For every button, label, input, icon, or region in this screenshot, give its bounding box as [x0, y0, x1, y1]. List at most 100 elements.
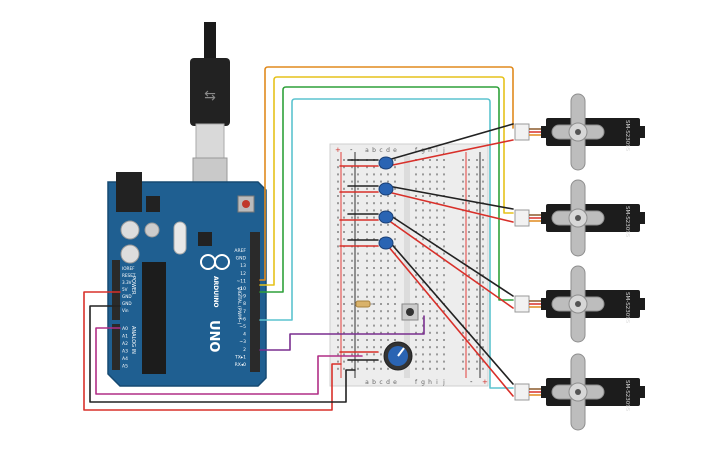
column-label: d: [386, 147, 390, 154]
column-label: h: [428, 147, 432, 154]
column-label: i: [436, 379, 438, 386]
servo-group: SM-S2309S SM-S2309S SM-S2309S SM-S2309S: [514, 93, 645, 431]
servo-motor-1[interactable]: SM-S2309S: [514, 93, 645, 171]
column-label: e: [393, 147, 397, 154]
digital-pin-label: ~10: [237, 286, 247, 292]
capacitors-blue: [378, 156, 394, 250]
digital-pin-label: ~6: [239, 316, 246, 322]
column-label: b: [372, 379, 376, 386]
servo-motor-2[interactable]: SM-S2309S: [514, 179, 645, 257]
digital-pin-label: 13: [240, 263, 246, 269]
digital-pin-label: TX▸1: [234, 354, 246, 360]
digital-pin-label: 7: [243, 309, 246, 315]
analog-pin-label: A0: [122, 326, 128, 332]
svg-text:⇆: ⇆: [204, 88, 216, 104]
servo1-black[interactable]: [387, 123, 514, 161]
capacitor: [120, 220, 140, 240]
wire-yellow-pin10[interactable]: [259, 76, 514, 286]
voltage-regulator: [146, 196, 160, 212]
rail-plus-label: +: [335, 146, 341, 154]
potentiometer[interactable]: [383, 341, 413, 371]
column-label: g: [421, 379, 425, 386]
resistor[interactable]: [352, 300, 374, 308]
analog-header-label: ANALOG IN: [130, 326, 136, 354]
usb-chip: [198, 232, 212, 246]
digital-pin-label: 4: [243, 332, 246, 338]
rail-minus-label: -: [350, 146, 353, 154]
servo2-black[interactable]: [387, 185, 514, 210]
board-model: UNO: [206, 320, 221, 353]
rail-minus-label-bottom: -: [470, 378, 473, 386]
column-label: d: [386, 379, 390, 386]
microcontroller-chip: [142, 262, 166, 374]
column-label: c: [379, 379, 382, 386]
digital-pin-label: ~3: [239, 339, 246, 345]
capacitor-2[interactable]: [378, 182, 394, 196]
digital-pin-label: RX◂0: [235, 362, 246, 368]
column-label: f: [415, 379, 418, 386]
digital-pin-label: ~9: [239, 294, 246, 300]
capacitor: [144, 222, 160, 238]
digital-pin-header: [250, 232, 260, 372]
column-label: j: [442, 147, 445, 154]
capacitor: [120, 244, 140, 264]
servo-connector: [514, 383, 530, 401]
servo2-red[interactable]: [387, 191, 514, 223]
column-label: j: [442, 379, 445, 386]
power-pin-label: 3.3V: [122, 280, 132, 285]
capacitor-3[interactable]: [378, 210, 394, 224]
analog-pin-label: A1: [122, 334, 128, 340]
servo-motor-3[interactable]: SM-S2309S: [514, 265, 645, 343]
servo-connector: [514, 209, 530, 227]
wire-purple-pin2[interactable]: [259, 315, 425, 351]
reset-button-cap[interactable]: [242, 200, 250, 208]
column-label: a: [365, 147, 369, 154]
digital-header-label: DIGITAL (PWM~): [236, 287, 242, 325]
servo-connector: [514, 295, 530, 313]
servo3-red[interactable]: [387, 219, 514, 309]
breadboard-holes: [337, 159, 484, 370]
servo-label: SM-S2309S: [624, 206, 630, 238]
servo-motor-4[interactable]: SM-S2309S: [514, 353, 645, 431]
capacitor-1[interactable]: [378, 156, 394, 170]
power-pin-label: 5V: [122, 287, 128, 292]
servo-connector: [514, 123, 530, 141]
servo4-red[interactable]: [387, 245, 514, 397]
power-header-label: POWER: [130, 276, 136, 295]
digital-pin-label: 2: [243, 347, 246, 353]
wires: [83, 66, 514, 411]
wire-orange-pin11[interactable]: [259, 66, 514, 281]
wire-green-pin9[interactable]: [259, 86, 514, 301]
arduino-logo: [200, 254, 230, 270]
column-label: a: [365, 379, 369, 386]
column-label: b: [372, 147, 376, 154]
servo3-black[interactable]: [387, 213, 514, 297]
pushbutton[interactable]: [401, 303, 419, 321]
column-label: i: [436, 147, 438, 154]
rail-plus-label-bottom: +: [482, 378, 488, 386]
servo-label: SM-S2309S: [624, 120, 630, 152]
wire-red-5v[interactable]: [83, 291, 342, 411]
digital-pin-label: AREF: [234, 248, 246, 254]
wire-black-gnd[interactable]: [89, 305, 356, 403]
capacitor-4[interactable]: [378, 236, 394, 250]
center-channel: [404, 156, 410, 378]
wire-cyan-pin6[interactable]: [259, 98, 514, 389]
analog-pin-label: A4: [122, 356, 128, 362]
power-pin-label: GND: [122, 294, 132, 299]
board-brand: ARDUINO: [212, 276, 219, 307]
servo1-red[interactable]: [387, 139, 514, 167]
power-pin-label: Vin: [122, 308, 129, 313]
servo4-black[interactable]: [387, 239, 514, 385]
wire-magenta-a0[interactable]: [95, 327, 363, 395]
arduino-board: ARDUINO UNO DIGITAL (PWM~) POWER ANALOG …: [107, 172, 267, 387]
digital-pin-label: 12: [240, 271, 246, 277]
digital-pin-label: GND: [236, 256, 247, 262]
analog-pin-header: [112, 324, 120, 370]
power-pin-label: GND: [122, 301, 132, 306]
